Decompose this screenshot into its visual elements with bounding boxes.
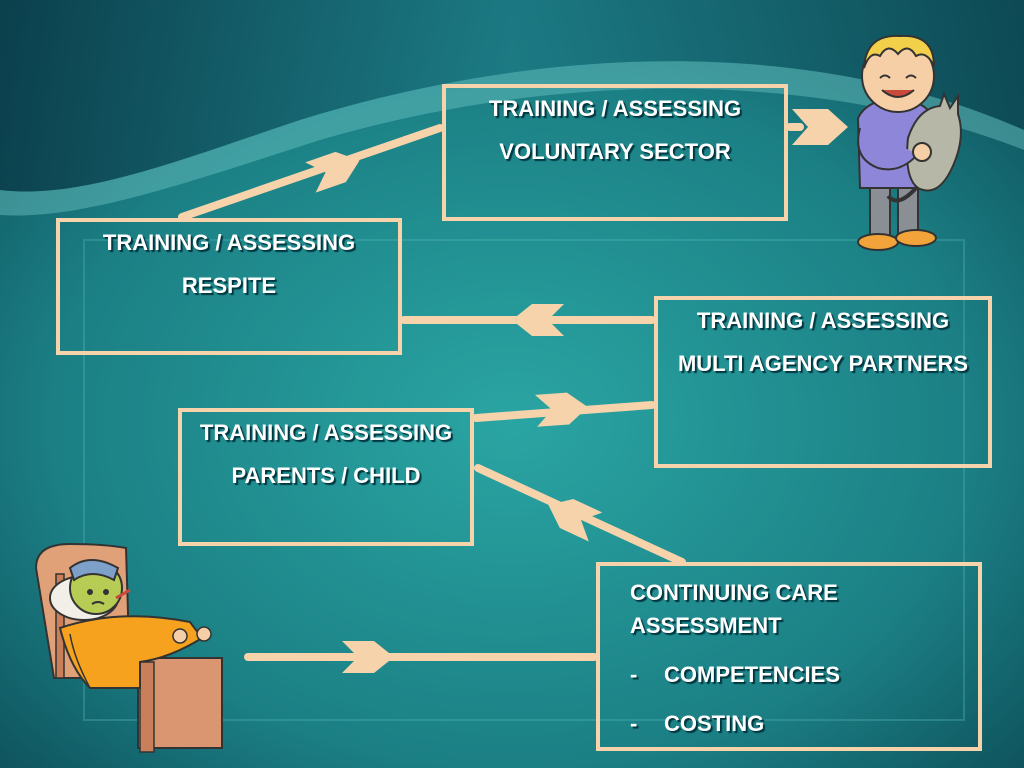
box-multi-agency-partners: TRAINING / ASSESSING MULTI AGENCY PARTNE…	[654, 296, 992, 468]
box-heading: CONTINUING CARE ASSESSMENT	[630, 580, 838, 638]
box-subtitle: VOLUNTARY SECTOR	[499, 139, 731, 164]
box-parents-child: TRAINING / ASSESSING PARENTS / CHILD	[178, 408, 474, 546]
box-subtitle: PARENTS / CHILD	[231, 463, 421, 488]
bullet-item: - COMPETENCIES	[630, 658, 978, 691]
box-continuing-care: CONTINUING CARE ASSESSMENT - COMPETENCIE…	[596, 562, 982, 751]
box-subtitle: MULTI AGENCY PARTNERS	[677, 351, 969, 376]
bullet-text: COMPETENCIES	[664, 662, 841, 687]
bullet-text: COSTING	[664, 711, 765, 736]
box-heading: TRAINING / ASSESSING	[488, 96, 742, 121]
bullet-item: - COSTING	[630, 707, 978, 740]
box-voluntary-sector: TRAINING / ASSESSING VOLUNTARY SECTOR	[442, 84, 788, 221]
box-heading: TRAINING / ASSESSING	[696, 308, 950, 333]
box-heading: TRAINING / ASSESSING	[199, 420, 453, 445]
box-heading: TRAINING / ASSESSING	[102, 230, 356, 255]
bullet-dash: -	[630, 711, 638, 736]
box-respite: TRAINING / ASSESSING RESPITE	[56, 218, 402, 355]
box-subtitle: RESPITE	[181, 273, 277, 298]
bullet-dash: -	[630, 662, 638, 687]
